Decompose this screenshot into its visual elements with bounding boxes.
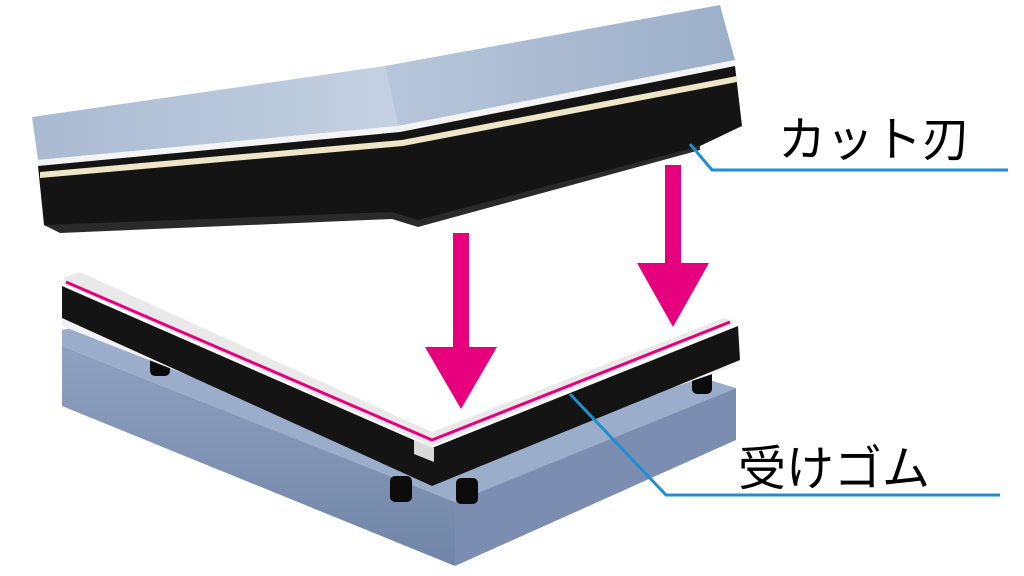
blade-stripe bbox=[40, 76, 737, 178]
receiving-rubber bbox=[62, 272, 740, 486]
blade-edge-bevel bbox=[44, 146, 700, 233]
rubber-body bbox=[62, 286, 740, 486]
down-arrow-left bbox=[425, 233, 497, 409]
leader-line-blade bbox=[688, 143, 1008, 172]
down-arrows bbox=[425, 165, 709, 409]
support-foot bbox=[456, 478, 478, 504]
blade-holder-left-face bbox=[32, 66, 398, 160]
blade-holder-gap bbox=[38, 60, 735, 166]
rubber-edge-line bbox=[65, 280, 731, 442]
label-receiving-rubber: 受けゴム bbox=[738, 441, 931, 497]
blade-holder-right-face bbox=[385, 5, 735, 126]
rubber-end-cap bbox=[414, 440, 434, 462]
blade-body bbox=[38, 66, 742, 232]
base-plate-front-left bbox=[62, 346, 455, 566]
base-plate-front-right bbox=[455, 388, 736, 566]
label-cut-blade: カット刃 bbox=[778, 112, 971, 168]
cut-blade-assembly bbox=[32, 5, 742, 233]
support-foot bbox=[390, 476, 412, 502]
leader-line-rubber bbox=[568, 392, 1000, 497]
down-arrow-right bbox=[637, 165, 709, 327]
